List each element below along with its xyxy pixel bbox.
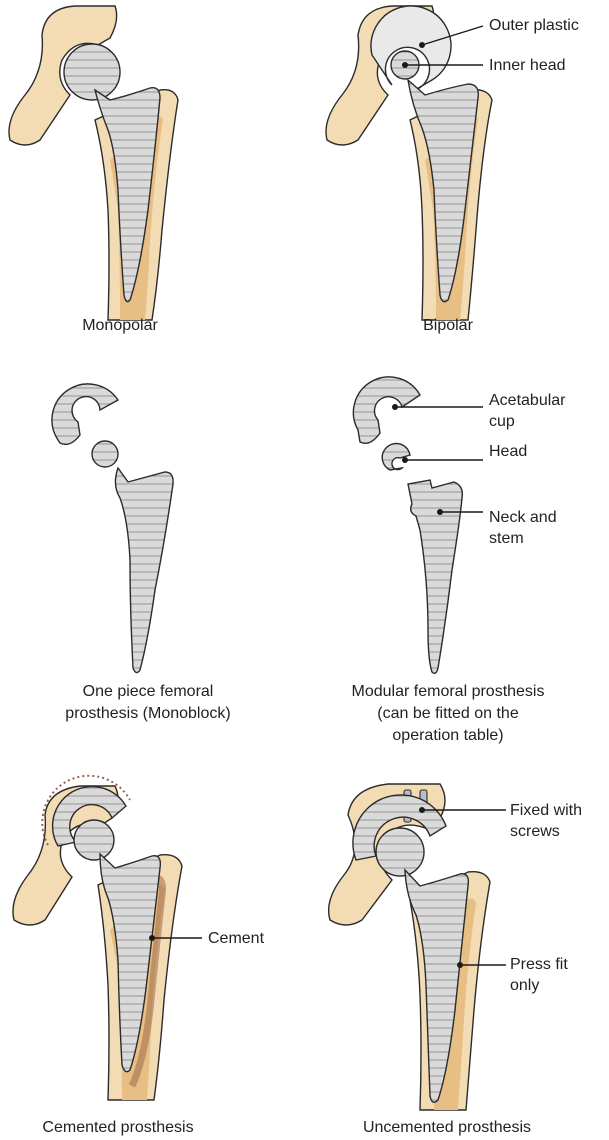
label-press-line2: only bbox=[510, 977, 539, 994]
label-outer-plastic: Outer plastic bbox=[489, 17, 579, 34]
caption-one-piece-line2: prosthesis (Monoblock) bbox=[65, 705, 230, 722]
panel-monopolar: Monopolar bbox=[9, 6, 178, 334]
label-screws-line2: screws bbox=[510, 823, 560, 840]
label-stem-line2: stem bbox=[489, 530, 524, 547]
caption-cemented: Cemented prosthesis bbox=[42, 1119, 193, 1136]
neck-and-stem bbox=[408, 480, 462, 673]
acetabular-cup bbox=[52, 384, 118, 444]
caption-modular-line1: Modular femoral prosthesis bbox=[352, 683, 545, 700]
caption-modular-line3: operation table) bbox=[392, 727, 503, 744]
label-screws-line1: Fixed with bbox=[510, 802, 582, 819]
femoral-head bbox=[376, 828, 424, 876]
label-stem-line1: Neck and bbox=[489, 509, 557, 526]
caption-bipolar: Bipolar bbox=[423, 317, 473, 334]
panel-modular: Acetabular cup Head Neck and stem Modula… bbox=[352, 377, 567, 744]
caption-modular-line2: (can be fitted on the bbox=[377, 705, 519, 722]
acetabular-cup bbox=[353, 377, 420, 443]
label-press-line1: Press fit bbox=[510, 956, 568, 973]
femoral-head bbox=[64, 44, 120, 100]
femoral-head bbox=[92, 441, 118, 467]
label-inner-head: Inner head bbox=[489, 57, 566, 74]
label-cup-line1: Acetabular bbox=[489, 392, 566, 409]
panel-uncemented: Fixed with screws Press fit only Uncemen… bbox=[329, 784, 582, 1136]
label-cement: Cement bbox=[208, 930, 265, 947]
modular-head bbox=[382, 443, 410, 470]
panel-one-piece: One piece femoral prosthesis (Monoblock) bbox=[52, 384, 231, 722]
caption-one-piece-line1: One piece femoral bbox=[83, 683, 214, 700]
label-cup-line2: cup bbox=[489, 413, 515, 430]
monoblock-stem bbox=[115, 468, 173, 673]
caption-monopolar: Monopolar bbox=[82, 317, 158, 334]
femoral-head bbox=[74, 820, 114, 860]
panel-cemented: Cement Cemented prosthesis bbox=[13, 776, 265, 1136]
label-head: Head bbox=[489, 443, 527, 460]
caption-uncemented: Uncemented prosthesis bbox=[363, 1119, 531, 1136]
panel-bipolar: Outer plastic Inner head Bipolar bbox=[326, 6, 579, 334]
